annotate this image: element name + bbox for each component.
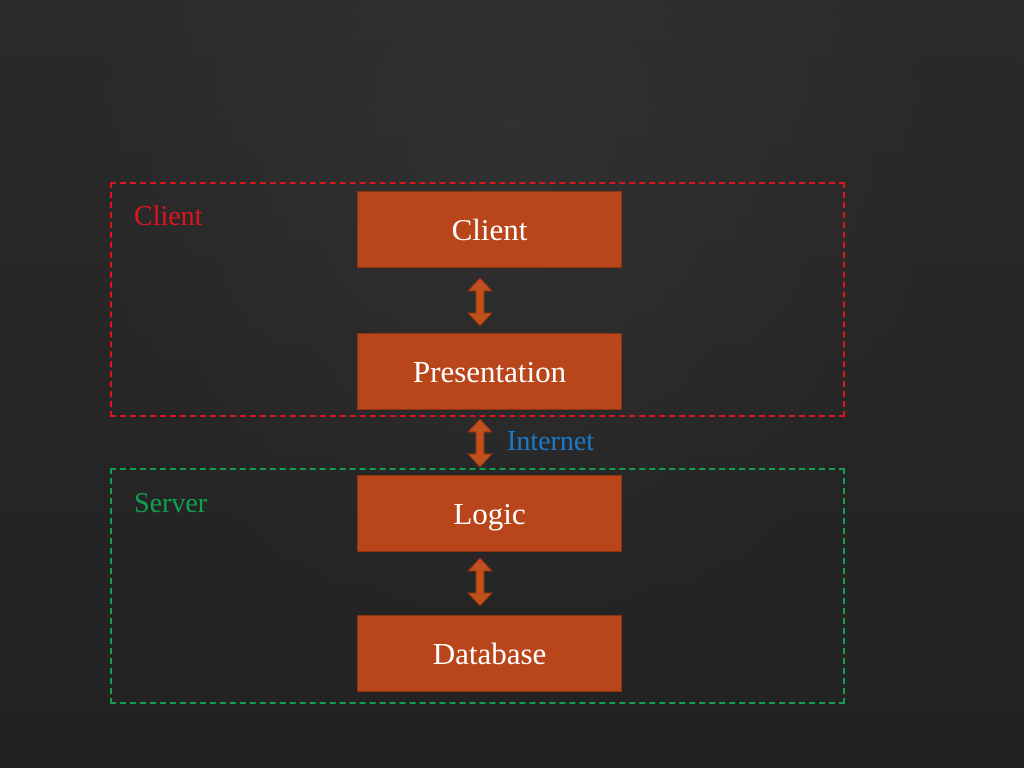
database-box: Database xyxy=(357,615,622,692)
double-arrow-icon xyxy=(467,419,493,467)
server-zone-label: Server xyxy=(134,488,208,519)
client-zone-label: Client xyxy=(134,201,203,232)
presentation-box: Presentation xyxy=(357,333,622,410)
double-arrow-icon xyxy=(467,278,493,326)
client-box: Client xyxy=(357,191,622,268)
server-zone-border xyxy=(110,468,845,704)
logic-box: Logic xyxy=(357,475,622,552)
double-arrow-icon xyxy=(467,558,493,606)
internet-label: Internet xyxy=(507,426,595,457)
client-zone-border xyxy=(110,182,845,417)
